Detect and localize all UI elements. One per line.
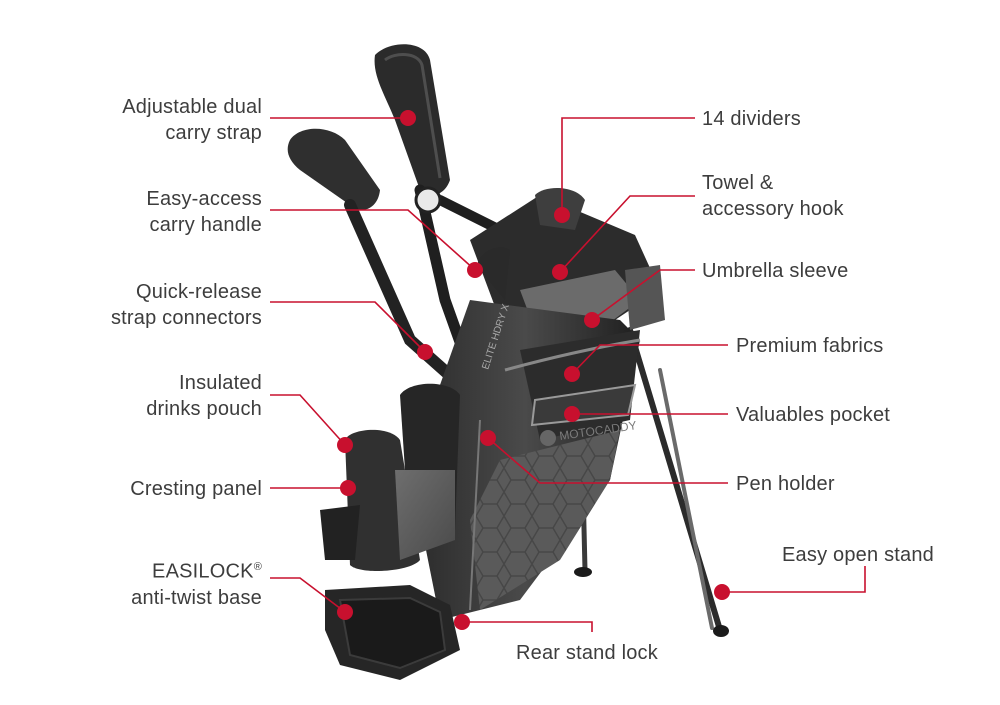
callout-label-line: Quick-release [136,281,262,303]
callout-label-umbrella-sleeve: Umbrella sleeve [702,258,848,284]
callout-dot-adjustable-dual-carry-strap [400,110,416,126]
registered-mark: ® [253,561,262,573]
callout-label-line: 14 dividers [702,108,801,130]
leader-line-easilock-anti-twist-base [270,577,346,613]
callout-label-easilock-anti-twist-base: EASILOCK® anti-twist base [131,554,262,611]
callout-label-line: Insulated [179,372,262,394]
callout-label-easy-open-stand: Easy open stand [782,542,934,568]
leader-line-easy-access-carry-handle [270,209,476,271]
callout-label-line: Cresting panel [130,478,262,500]
callout-label-cresting-panel: Cresting panel [130,476,262,502]
callout-label-rear-stand-lock: Rear stand lock [516,640,658,666]
callout-label-line: Towel & [702,172,774,194]
callout-dot-towel-accessory-hook [552,264,568,280]
callout-label-line: drinks pouch [146,398,262,420]
bag-main-body: MOTOCADDY ELITE HDRY X [410,300,641,620]
callout-label-line: carry handle [149,214,262,236]
leader-line-insulated-drinks-pouch [270,394,346,446]
callout-label-line: Valuables pocket [736,404,891,426]
callout-label-towel-accessory-hook: Towel & accessory hook [702,170,844,222]
callout-label-premium-fabrics: Premium fabrics [736,333,883,359]
callout-label-line: Rear stand lock [516,642,658,664]
callout-label-line: strap connectors [110,307,262,329]
callout-dot-valuables-pocket [564,406,580,422]
leader-line-towel-accessory-hook [559,195,695,273]
leader-line-14-dividers [561,117,695,215]
leader-line-umbrella-sleeve [591,269,695,321]
callout-label-line: Premium fabrics [736,335,884,357]
callout-label-line: Pen holder [736,473,835,495]
callout-label-line: Adjustable dual [122,96,262,118]
callout-label-line: Easy open stand [782,544,934,566]
callout-dot-premium-fabrics [564,366,580,382]
callout-label-insulated-drinks-pouch: Insulated drinks pouch [146,370,262,422]
callout-label-line: Easy-access [146,188,262,210]
leader-line-premium-fabrics [571,344,728,375]
callout-dot-14-dividers [554,207,570,223]
callout-dot-umbrella-sleeve [584,312,600,328]
callout-dot-easy-open-stand [714,584,730,600]
bag-front-pouches [320,383,460,572]
callout-label-valuables-pocket: Valuables pocket [736,402,890,428]
callout-dot-cresting-panel [340,480,356,496]
callout-label-line: anti-twist base [131,586,262,609]
callout-label-14-dividers: 14 dividers [702,106,801,132]
callout-dot-insulated-drinks-pouch [337,437,353,453]
callout-leaders [270,110,866,632]
leader-line-pen-holder [487,437,728,484]
callout-dot-easilock-anti-twist-base [337,604,353,620]
callout-dot-pen-holder [480,430,496,446]
leader-line-easy-open-stand [722,566,866,593]
callout-dot-easy-access-carry-handle [467,262,483,278]
callout-label-line: accessory hook [702,198,844,220]
callout-label-line: Umbrella sleeve [702,260,849,282]
callout-dot-rear-stand-lock [454,614,470,630]
callout-label-easy-access-carry-handle: Easy-access carry handle [146,186,262,238]
callout-label-adjustable-dual-carry-strap: Adjustable dual carry strap [122,94,262,146]
leader-line-rear-stand-lock [462,621,593,632]
callout-dot-quick-release-strap-connectors [417,344,433,360]
leader-line-quick-release-strap-connectors [270,301,426,353]
callout-label-line: carry strap [165,122,262,144]
callout-label-line: EASILOCK® [152,560,262,583]
callout-label-quick-release-strap-connectors: Quick-release strap connectors [111,279,262,331]
bag-base [325,585,460,680]
callout-label-pen-holder: Pen holder [736,471,835,497]
